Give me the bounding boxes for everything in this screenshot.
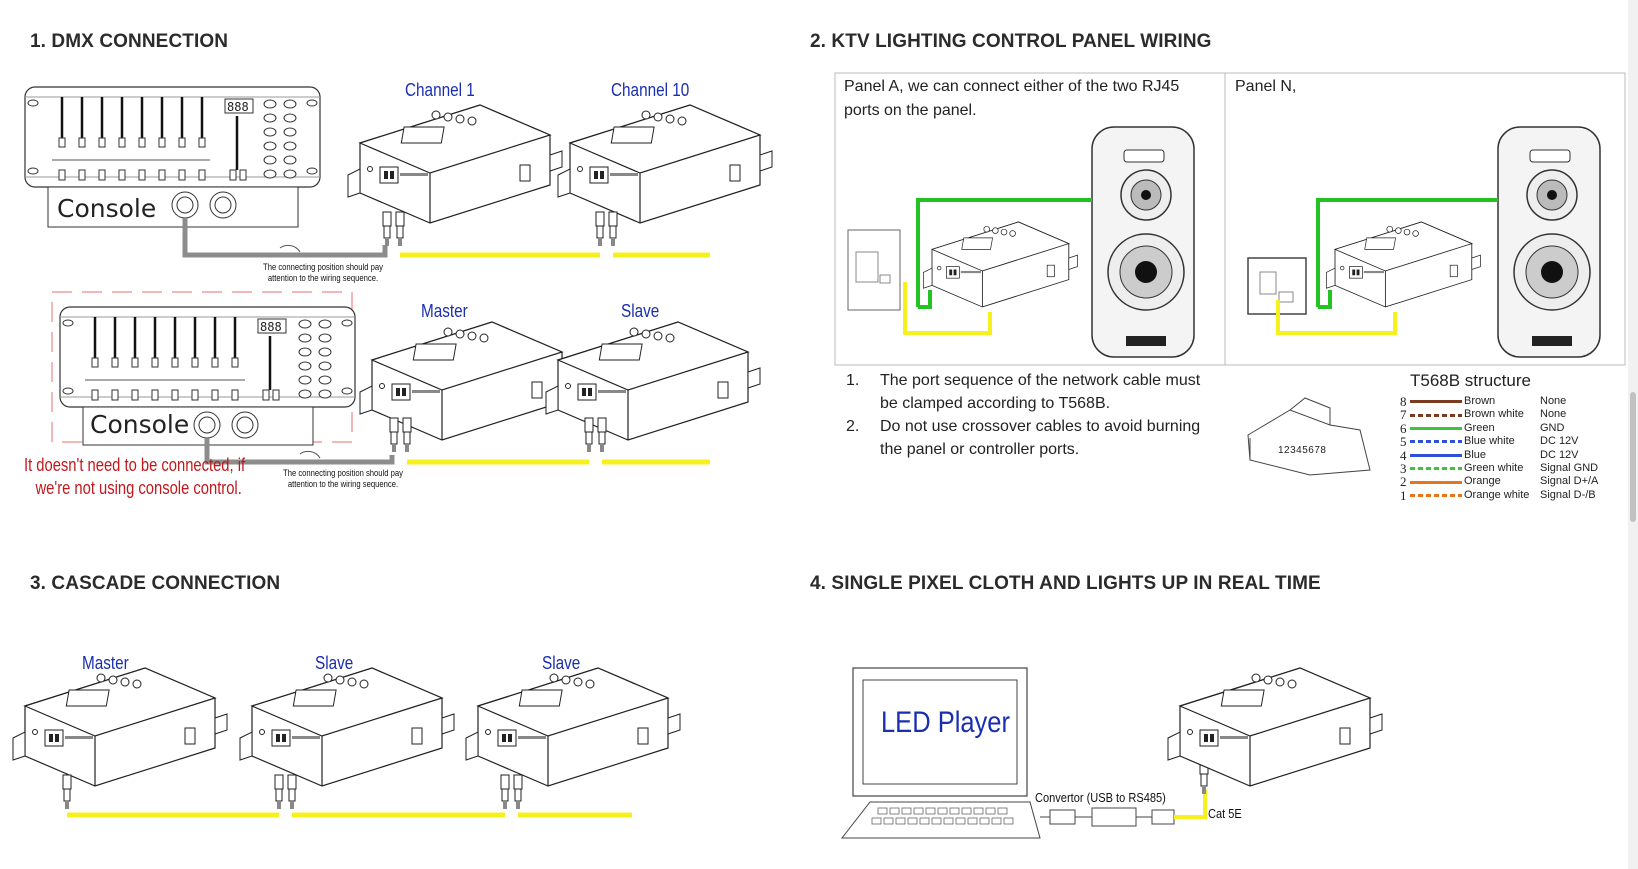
ktv-note-2-line1: Do not use crossover cables to avoid bur…	[880, 418, 1201, 435]
wire-row-pin-4: 4 Blue DC 12V	[1400, 447, 1598, 463]
wire-color-swatch	[1410, 467, 1462, 471]
wire-row-pin-5: 5 Blue white DC 12V	[1400, 434, 1598, 450]
rj45-plug-pin-numbers: 12345678	[1278, 445, 1327, 456]
wire-color-swatch	[1410, 440, 1462, 444]
wire-color-name: Brown white	[1464, 408, 1524, 421]
section-title-cascade: 3. CASCADE CONNECTION	[30, 573, 281, 594]
wire-function: Signal GND	[1540, 461, 1599, 474]
wire-pin-number: 6	[1400, 420, 1407, 436]
led-player-screen-text: LED Player	[881, 706, 1010, 739]
dmx-top-wiring-note: The connecting position should pay atten…	[251, 262, 396, 284]
wire-color-name: Orange white	[1464, 488, 1530, 501]
ktv-note-text-1: The port sequence of the network cable m…	[880, 369, 1200, 415]
wire-function: Signal D-/B	[1540, 488, 1596, 501]
dmx-bottom-note-line2: attention to the wiring sequence.	[287, 479, 399, 489]
ktv-note-item-1: 1. The port sequence of the network cabl…	[846, 369, 1266, 415]
console-display-digits-top: 888	[227, 100, 249, 114]
wire-color-swatch	[1410, 480, 1462, 484]
wire-color-name: Green	[1464, 421, 1495, 434]
ktv-note-2-line2: the panel or controller ports.	[880, 441, 1080, 458]
wire-function: GND	[1540, 421, 1565, 434]
console-display-digits-bottom: 888	[260, 320, 282, 334]
ktv-note-1-line2: be clamped according to T568B.	[880, 395, 1111, 412]
wire-color-name: Orange	[1464, 475, 1501, 488]
wire-row-pin-7: 7 Brown white None	[1400, 407, 1598, 423]
wire-pin-number: 5	[1400, 434, 1407, 450]
dmx-top-console-label: Console	[57, 194, 157, 223]
wire-color-swatch	[1410, 400, 1462, 404]
convertor-label: Convertor (USB to RS485)	[1035, 790, 1166, 805]
section-title-pixel: 4. SINGLE PIXEL CLOTH AND LIGHTS UP IN R…	[810, 573, 1321, 594]
ktv-note-num-2: 2.	[846, 418, 860, 435]
ktv-note-item-2: 2. Do not use crossover cables to avoid …	[846, 415, 1266, 461]
dmx-bottom-wiring-note: The connecting position should pay atten…	[271, 468, 416, 490]
wire-color-name: Blue white	[1464, 435, 1515, 448]
wire-function: None	[1540, 408, 1567, 421]
cascade-label-master: Master	[82, 653, 129, 673]
wire-color-name: Brown	[1464, 395, 1496, 407]
dmx-top-note-line2: attention to the wiring sequence.	[267, 273, 379, 283]
wire-function: DC 12V	[1540, 435, 1579, 448]
wire-color-name: Blue	[1464, 448, 1487, 461]
dmx-bottom-console-label: Console	[90, 410, 190, 439]
wire-row-pin-3: 3 Green white Signal GND	[1400, 460, 1599, 476]
wire-row-pin-2: 2 Orange Signal D+/A	[1400, 474, 1599, 490]
wire-pin-number: 3	[1400, 460, 1407, 476]
wire-color-swatch	[1410, 413, 1462, 417]
vertical-scrollbar[interactable]	[1628, 0, 1638, 869]
wire-color-swatch	[1410, 453, 1462, 457]
ktv-note-text-2: Do not use crossover cables to avoid bur…	[880, 415, 1200, 461]
dmx-bottom-label-slave: Slave	[621, 301, 660, 321]
wire-pin-number: 2	[1400, 474, 1407, 490]
cat5e-label: Cat 5E	[1208, 806, 1242, 821]
wire-row-pin-6: 6 Green GND	[1400, 420, 1598, 436]
panel-n-caption: Panel N,	[1235, 78, 1297, 95]
wire-function: Signal D+/A	[1540, 475, 1599, 488]
wire-pin-number: 4	[1400, 447, 1407, 463]
dmx-top-label-channel-10: Channel 10	[611, 80, 690, 100]
cascade-label-slave-2: Slave	[542, 653, 581, 673]
wire-pin-number: 8	[1400, 394, 1407, 409]
ktv-note-num-1: 1.	[846, 372, 860, 389]
wire-pin-number: 7	[1400, 407, 1407, 423]
wire-function: DC 12V	[1540, 448, 1579, 461]
dmx-bottom-note-line1: The connecting position should pay	[283, 468, 403, 478]
dmx-bottom-label-master: Master	[421, 301, 468, 321]
ktv-note-1-line1: The port sequence of the network cable m…	[880, 372, 1201, 389]
section-title-dmx: 1. DMX CONNECTION	[30, 31, 229, 52]
wire-color-name: Green white	[1464, 461, 1524, 474]
panel-a-caption: Panel A, we can connect either of the tw…	[844, 78, 1180, 119]
dmx-top-label-channel-1: Channel 1	[405, 80, 475, 100]
wire-color-swatch	[1410, 426, 1462, 430]
wire-row-pin-1: 1 Orange white Signal D-/B	[1400, 487, 1598, 503]
red-note-line2: we're not using console control.	[35, 478, 242, 498]
scrollbar-thumb[interactable]	[1630, 392, 1636, 522]
wire-pin-number: 1	[1400, 487, 1407, 503]
section-title-ktv: 2. KTV LIGHTING CONTROL PANEL WIRING	[810, 31, 1212, 52]
wire-function: None	[1540, 395, 1567, 407]
cascade-label-slave-1: Slave	[315, 653, 354, 673]
dmx-top-note-line1: The connecting position should pay	[263, 262, 383, 272]
wire-color-swatch	[1410, 493, 1462, 497]
ktv-notes-list: 1. The port sequence of the network cabl…	[846, 369, 1266, 461]
dmx-console-optional-note: It doesn't need to be connected, if we'r…	[24, 454, 245, 500]
t568b-title: T568B structure	[1410, 371, 1531, 390]
wire-row-pin-8: 8 Brown None	[1400, 394, 1598, 409]
red-note-line1: It doesn't need to be connected, if	[24, 455, 246, 475]
